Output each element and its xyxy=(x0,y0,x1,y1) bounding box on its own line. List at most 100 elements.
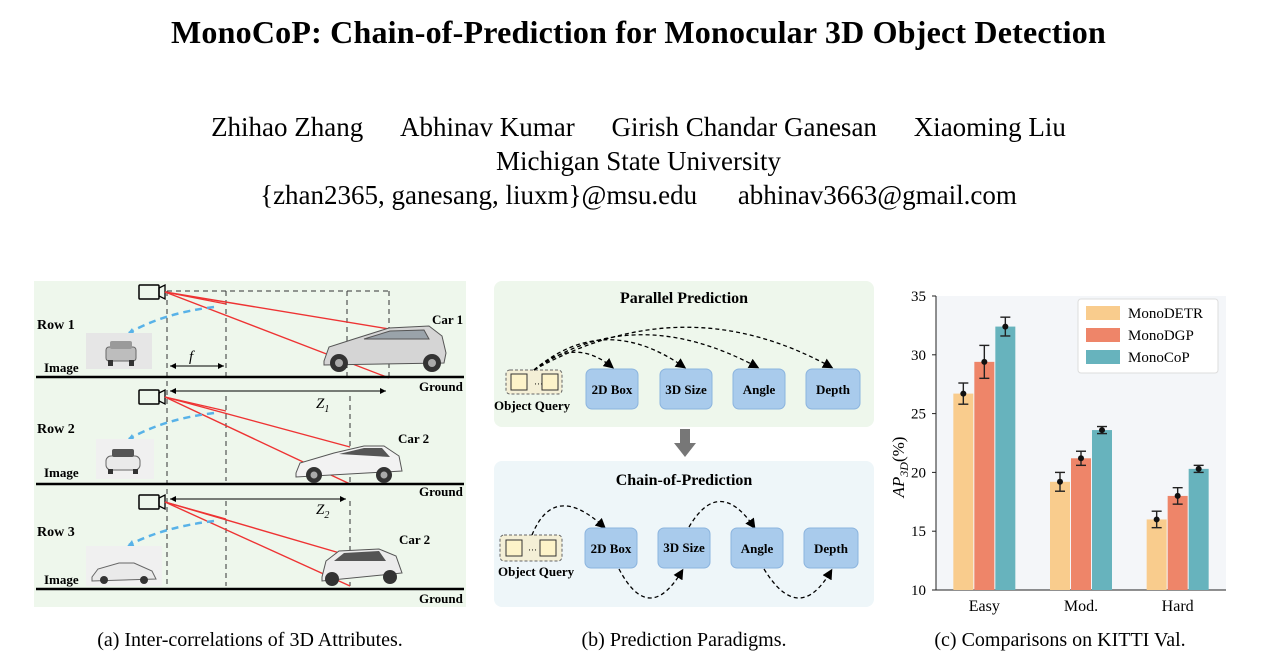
mean-point xyxy=(981,358,988,365)
mean-point xyxy=(1002,323,1009,330)
mean-point xyxy=(960,390,967,397)
object-query-parallel: ··· xyxy=(505,369,563,395)
box-depth-label: Depth xyxy=(814,541,849,556)
figure-caption-b: (b) Prediction Paradigms. xyxy=(581,629,787,651)
parallel-arrows xyxy=(533,326,834,371)
chain-of-prediction-title: Chain-of-Prediction xyxy=(616,472,753,489)
row-label: Row 2 xyxy=(37,422,75,437)
email: {zhan2365, ganesang, liuxm}@msu.edu xyxy=(260,180,698,210)
box-3d-size-label: 3D Size xyxy=(663,540,705,555)
focal-length-label: f xyxy=(189,349,195,365)
email-list: {zhan2365, ganesang, liuxm}@msu.edu abhi… xyxy=(0,180,1277,211)
row-1: Row 1 Image f Car 1 Ground Z1 xyxy=(36,283,464,415)
box-3d-size-label: 3D Size xyxy=(665,382,707,397)
bar xyxy=(995,326,1016,590)
x-tick-label: Mod. xyxy=(1064,598,1098,615)
author-name: Girish Chandar Ganesan xyxy=(611,112,877,142)
y-tick-label: 30 xyxy=(911,348,926,364)
down-arrow-icon xyxy=(674,429,696,457)
y-tick-label: 20 xyxy=(911,465,926,481)
legend-label: MonoCoP xyxy=(1128,350,1190,366)
car-label: Car 2 xyxy=(399,532,430,547)
prediction-paradigm-diagram: Parallel Prediction ··· Object Query 2D … xyxy=(494,281,874,607)
depth-label: Z1 xyxy=(316,396,329,415)
bar xyxy=(974,361,995,590)
bar xyxy=(1071,458,1091,590)
chart-error-bars xyxy=(958,316,1204,529)
object-query-label: Object Query xyxy=(498,564,575,579)
mean-point xyxy=(1195,465,1202,472)
bar xyxy=(953,393,974,590)
image-label: Image xyxy=(44,465,79,480)
figure-panel-a: Row 1 Image f Car 1 Ground Z1 Ro xyxy=(34,281,466,607)
row-label: Row 3 xyxy=(37,525,75,540)
ground-label: Ground xyxy=(419,591,464,606)
box-2d-label: 2D Box xyxy=(591,541,632,556)
row-label: Row 1 xyxy=(37,318,75,333)
mean-point xyxy=(1099,427,1105,434)
chain-arrows xyxy=(531,501,833,599)
x-tick-label: Hard xyxy=(1162,598,1194,615)
affiliation: Michigan State University xyxy=(496,146,781,176)
parallel-boxes: 2D Box 3D Size Angle Depth xyxy=(585,368,861,410)
car-side-view xyxy=(323,325,447,372)
legend-label: MonoDGP xyxy=(1128,328,1194,344)
car-side-view xyxy=(295,445,403,483)
legend-swatch xyxy=(1086,350,1120,364)
chain-boxes: 2D Box 3D Size Angle Depth xyxy=(584,527,859,569)
image-label: Image xyxy=(44,572,79,587)
legend-swatch xyxy=(1086,328,1120,342)
bar xyxy=(1188,468,1209,590)
y-tick-label: 10 xyxy=(911,583,926,599)
x-tick-label: Easy xyxy=(969,598,1000,615)
object-query-label: Object Query xyxy=(494,398,571,413)
legend-swatch xyxy=(1086,306,1120,320)
car-image-front xyxy=(105,341,137,366)
inter-correlation-diagram: Row 1 Image f Car 1 Ground Z1 Ro xyxy=(34,281,466,607)
ground-label: Ground xyxy=(419,379,464,394)
y-axis-label: AP3D(%) xyxy=(889,437,911,499)
legend-label: MonoDETR xyxy=(1128,306,1203,322)
car-rear-view xyxy=(321,548,403,586)
box-2d-label: 2D Box xyxy=(592,382,633,397)
object-query-chain: ··· xyxy=(499,534,563,562)
depth-label: Z2 xyxy=(316,502,329,521)
y-tick-label: 25 xyxy=(911,407,926,423)
author-name: Zhihao Zhang xyxy=(211,112,364,142)
image-label: Image xyxy=(44,360,79,375)
figure-panel-b: Parallel Prediction ··· Object Query 2D … xyxy=(494,281,874,607)
mean-point xyxy=(1078,455,1084,462)
row-2: Row 2 Image Car 2 Ground xyxy=(36,388,464,499)
author-name: Abhinav Kumar xyxy=(400,112,575,142)
chart-legend: MonoDETR MonoDGP MonoCoP xyxy=(1077,298,1219,374)
paper-title: MonoCoP: Chain-of-Prediction for Monocul… xyxy=(171,14,1106,50)
author-name: Xiaoming Liu xyxy=(913,112,1066,142)
ground-label: Ground xyxy=(419,484,464,499)
car-image-side xyxy=(91,562,157,584)
bar xyxy=(1050,481,1070,590)
bar xyxy=(1167,495,1188,590)
box-angle-label: Angle xyxy=(741,541,774,556)
mean-point xyxy=(1153,516,1160,523)
chart-bars xyxy=(953,326,1209,590)
mean-point xyxy=(1174,492,1181,499)
y-tick-label: 35 xyxy=(911,289,926,305)
author-list: Zhihao Zhang Abhinav Kumar Girish Chanda… xyxy=(0,112,1277,143)
email: abhinav3663@gmail.com xyxy=(737,180,1017,210)
car-label: Car 2 xyxy=(398,431,429,446)
bar xyxy=(1146,519,1167,590)
car-image-front xyxy=(105,449,141,474)
figure-caption-c: (c) Comparisons on KITTI Val. xyxy=(934,629,1186,651)
query-dots: ··· xyxy=(534,379,543,389)
figure-caption-a: (a) Inter-correlations of 3D Attributes. xyxy=(97,629,403,651)
box-angle-label: Angle xyxy=(743,382,776,397)
car-label: Car 1 xyxy=(432,312,463,327)
parallel-prediction-title: Parallel Prediction xyxy=(620,290,748,307)
mean-point xyxy=(1057,478,1063,485)
box-depth-label: Depth xyxy=(816,382,851,397)
query-dots: ··· xyxy=(528,545,537,555)
bar xyxy=(1092,430,1112,590)
y-tick-label: 15 xyxy=(911,524,926,540)
